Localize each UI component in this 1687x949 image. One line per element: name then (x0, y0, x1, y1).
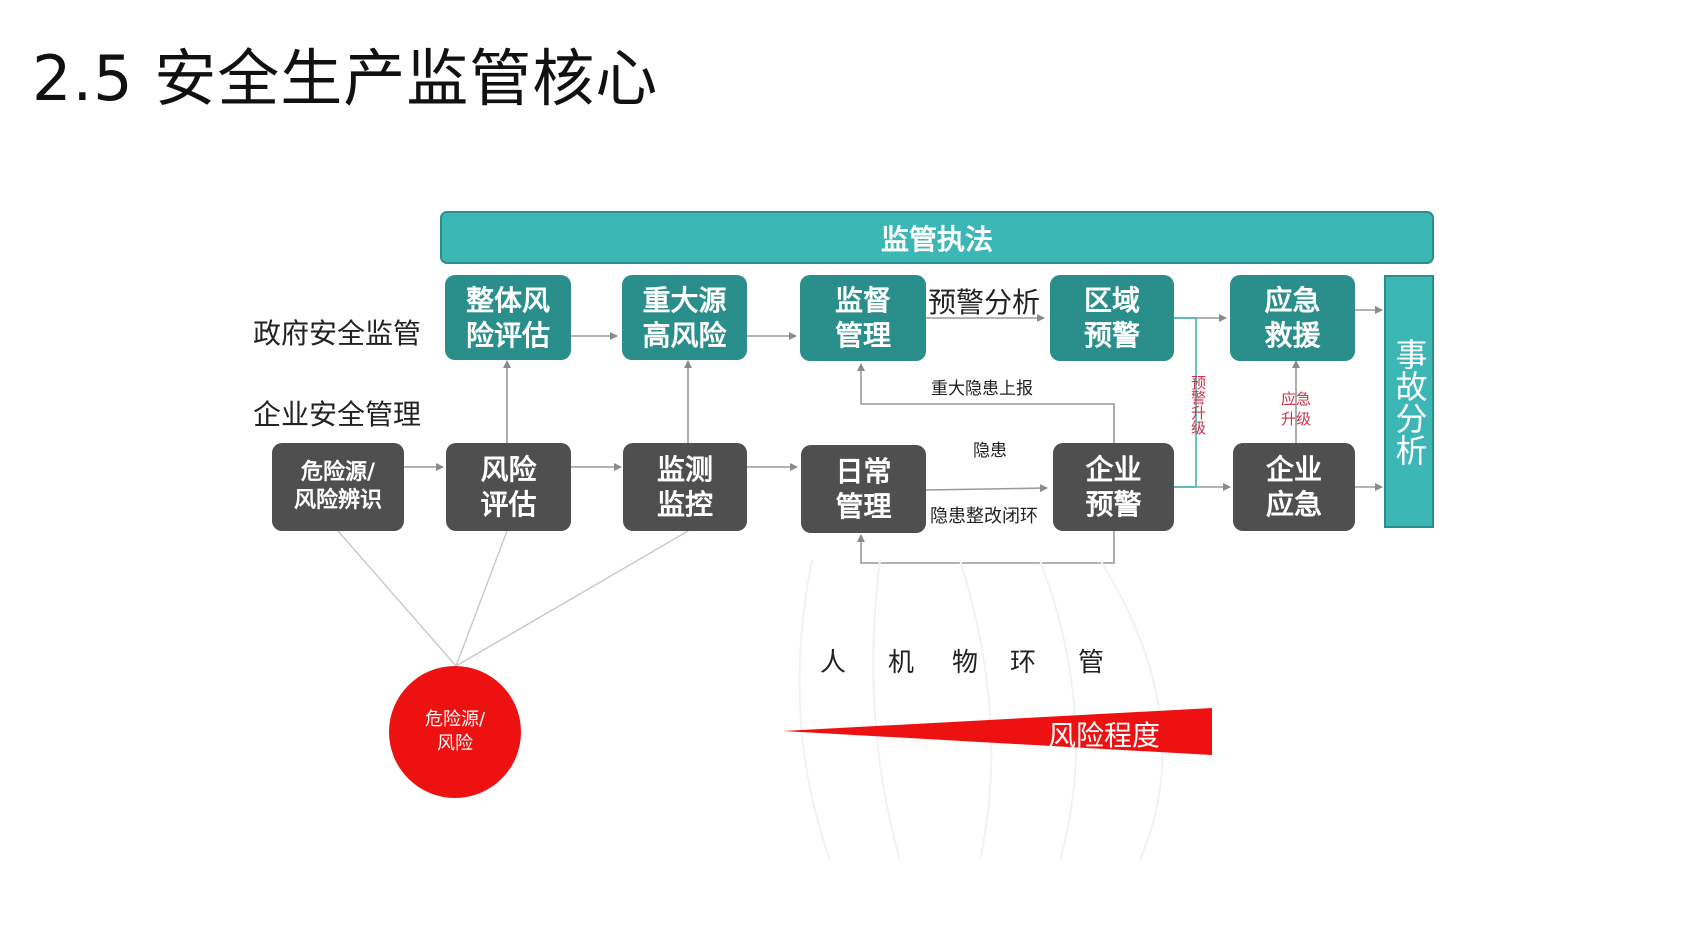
enforcement-banner: 监管执法 (440, 211, 1434, 264)
ent-box-enterprise-warning: 企业 预警 (1053, 443, 1174, 531)
arc-3 (959, 559, 993, 861)
ent-box-enterprise-emergency: 企业 应急 (1233, 443, 1355, 531)
arc-2 (872, 559, 901, 861)
arc-5 (1099, 559, 1164, 861)
line-source-2 (455, 530, 508, 667)
lane-label-government: 政府安全监管 (253, 317, 422, 350)
gov-box-supervision: 监督 管理 (800, 275, 926, 361)
arc-4 (1039, 559, 1077, 861)
ent-box-hazard-identification: 危险源/ 风险辨识 (272, 443, 404, 531)
risk-level-label: 风险程度 (1048, 719, 1161, 752)
line-source-1 (337, 530, 457, 667)
arrow-ent-4-5 (925, 484, 1048, 493)
ent-box-monitoring: 监测 监控 (623, 443, 747, 531)
arrow-hazard-report (857, 363, 1115, 443)
factor-machine: 机 (888, 648, 915, 678)
note-emergency-upgrade: 应急 升级 (1281, 390, 1312, 428)
arc-1 (798, 559, 831, 861)
risk-wedge (783, 708, 1212, 755)
factor-person: 人 (820, 648, 847, 678)
note-major-hazard-report: 重大隐患上报 (931, 379, 1033, 399)
ent-box-daily-management: 日常 管理 (801, 445, 926, 533)
note-warning-upgrade: 预警升级 (1189, 375, 1207, 435)
ent-box-risk-assessment: 风险 评估 (446, 443, 571, 531)
note-hazard: 隐患 (973, 441, 1007, 461)
gov-box-major-source: 重大源 高风险 (622, 275, 747, 360)
factor-material: 物 (952, 648, 979, 678)
factor-environment: 环 (1010, 648, 1037, 678)
gov-box-regional-warning: 区域 预警 (1050, 275, 1174, 361)
gov-box-rescue: 应急 救援 (1230, 275, 1355, 361)
factor-management: 管 (1078, 648, 1105, 678)
arrow-hazard-loop (857, 531, 1115, 564)
gov-box-overall-risk: 整体风 险评估 (445, 275, 571, 360)
line-source-3 (455, 530, 689, 667)
accident-analysis-box: 事故分析 (1384, 275, 1434, 528)
note-hazard-closed-loop: 隐患整改闭环 (930, 506, 1038, 527)
slide-title: 2.5 安全生产监管核心 (32, 42, 659, 115)
hazard-source-circle: 危险源/ 风险 (389, 666, 521, 798)
note-warning-analysis: 预警分析 (928, 286, 1041, 319)
lane-label-enterprise: 企业安全管理 (253, 398, 422, 431)
